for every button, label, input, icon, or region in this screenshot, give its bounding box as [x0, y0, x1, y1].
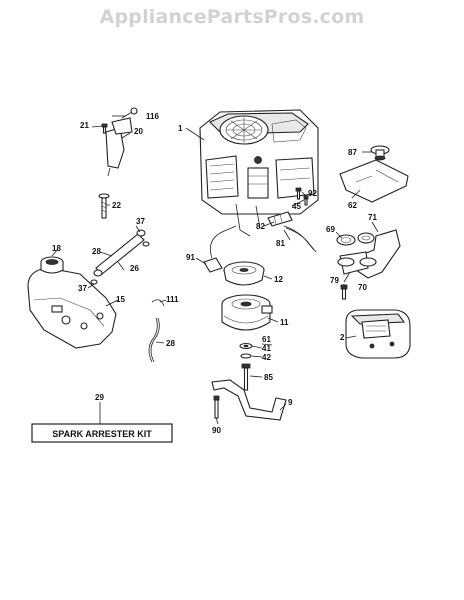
grommet-part [203, 225, 237, 273]
pulley-part [223, 261, 265, 286]
part-label-37b: 37 [78, 284, 87, 293]
fuel-line-part [90, 229, 165, 363]
part-label-26: 26 [130, 264, 139, 273]
cap-part [370, 145, 390, 161]
part-label-29: 29 [95, 393, 104, 402]
part-label-15: 15 [116, 295, 125, 304]
part-label-82: 82 [256, 222, 265, 231]
harness-part [267, 187, 317, 253]
watermark: AppliancePartsPros.com [99, 6, 365, 28]
part-labels: 1 2 9 11 12 15 18 20 21 22 26 28 28 29 3… [52, 112, 377, 435]
part-label-22: 22 [112, 201, 121, 210]
part-label-111: 111 [166, 295, 179, 304]
part-label-87: 87 [348, 148, 357, 157]
part-label-37a: 37 [136, 217, 145, 226]
fuel-tank-part [27, 267, 117, 349]
leader-lines [51, 115, 379, 425]
part-label-69: 69 [326, 225, 335, 234]
part-label-20: 20 [134, 127, 143, 136]
part-label-12: 12 [274, 275, 283, 284]
muffler-part [345, 309, 411, 359]
part-label-90: 90 [212, 426, 221, 435]
engine-part [199, 109, 319, 237]
part-label-11: 11 [280, 318, 289, 327]
part-label-79: 79 [330, 276, 339, 285]
part-label-42: 42 [262, 353, 271, 362]
part-label-21: 21 [80, 121, 89, 130]
throttle-control-part [101, 107, 138, 177]
spark-arrester-kit-label: SPARK ARRESTER KIT [52, 429, 152, 439]
part-label-18: 18 [52, 244, 61, 253]
part-label-70: 70 [358, 283, 367, 292]
part-label-28a: 28 [92, 247, 101, 256]
clutch-part [221, 294, 273, 331]
part-label-1: 1 [178, 124, 183, 133]
clutch-bolt-part [241, 363, 251, 391]
part-label-81: 81 [276, 239, 285, 248]
brace-rod-part [211, 379, 287, 421]
bolt-part [340, 284, 348, 300]
part-label-41: 41 [262, 344, 271, 353]
part-label-62: 62 [348, 201, 357, 210]
part-label-61: 61 [262, 335, 271, 344]
fuel-cap-part [40, 256, 64, 274]
part-label-91: 91 [186, 253, 195, 262]
part-label-28b: 28 [166, 339, 175, 348]
spark-arrester-kit-box: SPARK ARRESTER KIT [31, 423, 173, 443]
throttle-bolt-part [98, 193, 110, 219]
part-label-9: 9 [288, 398, 293, 407]
part-label-45: 45 [292, 202, 301, 211]
part-label-85: 85 [264, 373, 273, 382]
washer-part [239, 342, 253, 359]
bracket-part [336, 229, 401, 279]
heat-shield-part [339, 159, 409, 203]
part-label-71: 71 [368, 213, 377, 222]
part-label-2: 2 [340, 333, 345, 342]
part-label-92: 92 [308, 189, 317, 198]
part-label-116: 116 [146, 112, 159, 121]
